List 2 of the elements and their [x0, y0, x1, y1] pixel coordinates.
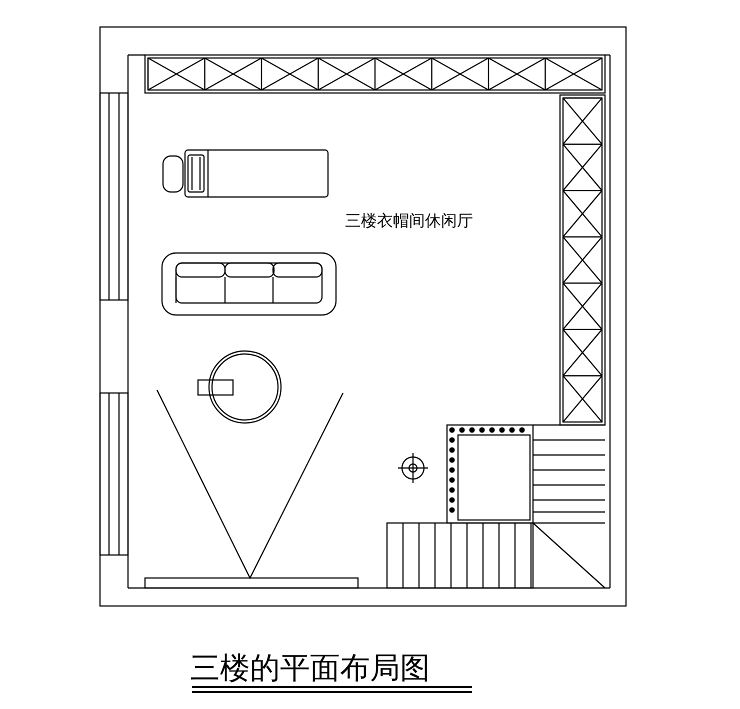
room-label: 三楼衣帽间休闲厅 [345, 211, 473, 232]
plan-title: 三楼的平面布局图 [190, 650, 430, 688]
